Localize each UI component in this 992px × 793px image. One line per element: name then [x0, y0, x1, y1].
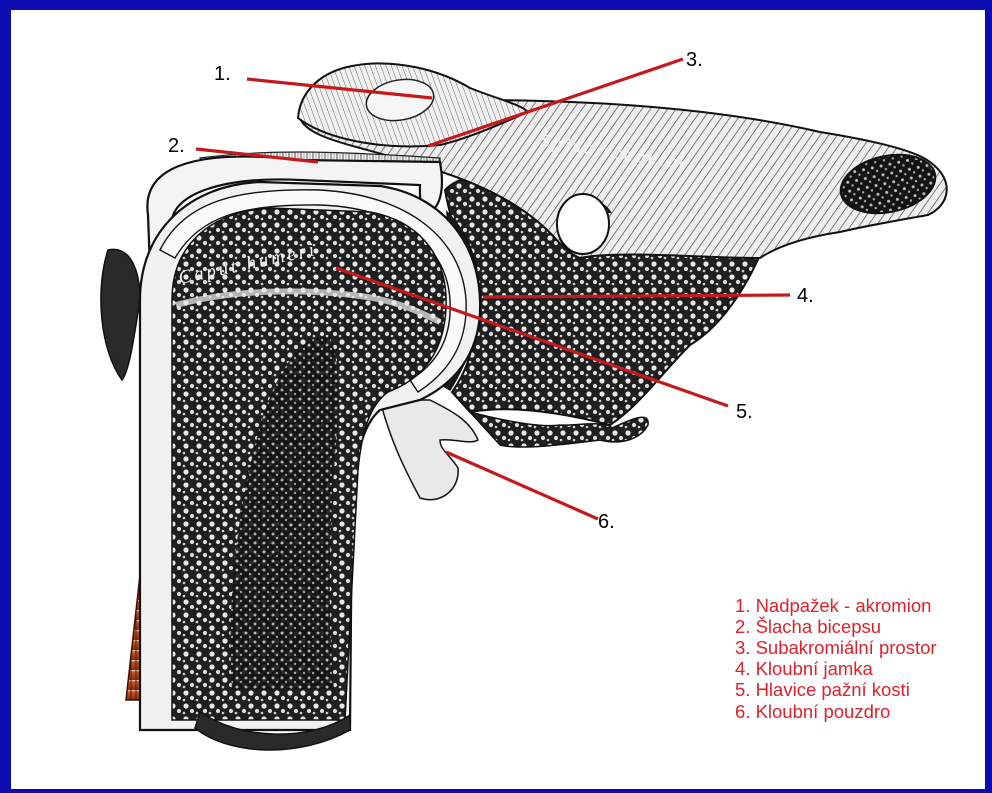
legend-item-1: 1. Nadpažek - akromion [735, 595, 931, 616]
inferior-capsule-fold [380, 400, 478, 500]
legend: 1. Nadpažek - akromion 2. Šlacha bicepsu… [735, 595, 937, 722]
callout-number-6: 6. [598, 511, 615, 533]
callout-line-4 [483, 295, 790, 297]
legend-item-3: 3. Subakromiální prostor [735, 637, 937, 658]
legend-item-4: 4. Kloubní jamka [735, 658, 874, 679]
legend-item-2: 2. Šlacha bicepsu [735, 616, 881, 637]
callout-number-2: 2. [168, 135, 185, 157]
scapular-notch [557, 194, 609, 254]
legend-item-6: 6. Kloubní pouzdro [735, 701, 890, 722]
callout-number-1: 1. [214, 63, 231, 85]
legend-item-5: 5. Hlavice pažní kosti [735, 679, 910, 700]
callout-line-6 [446, 452, 598, 519]
callout-number-5: 5. [736, 401, 753, 423]
callout-number-3: 3. [686, 49, 703, 71]
callout-number-4: 4. [797, 285, 814, 307]
capsule-left-edge [101, 249, 140, 380]
